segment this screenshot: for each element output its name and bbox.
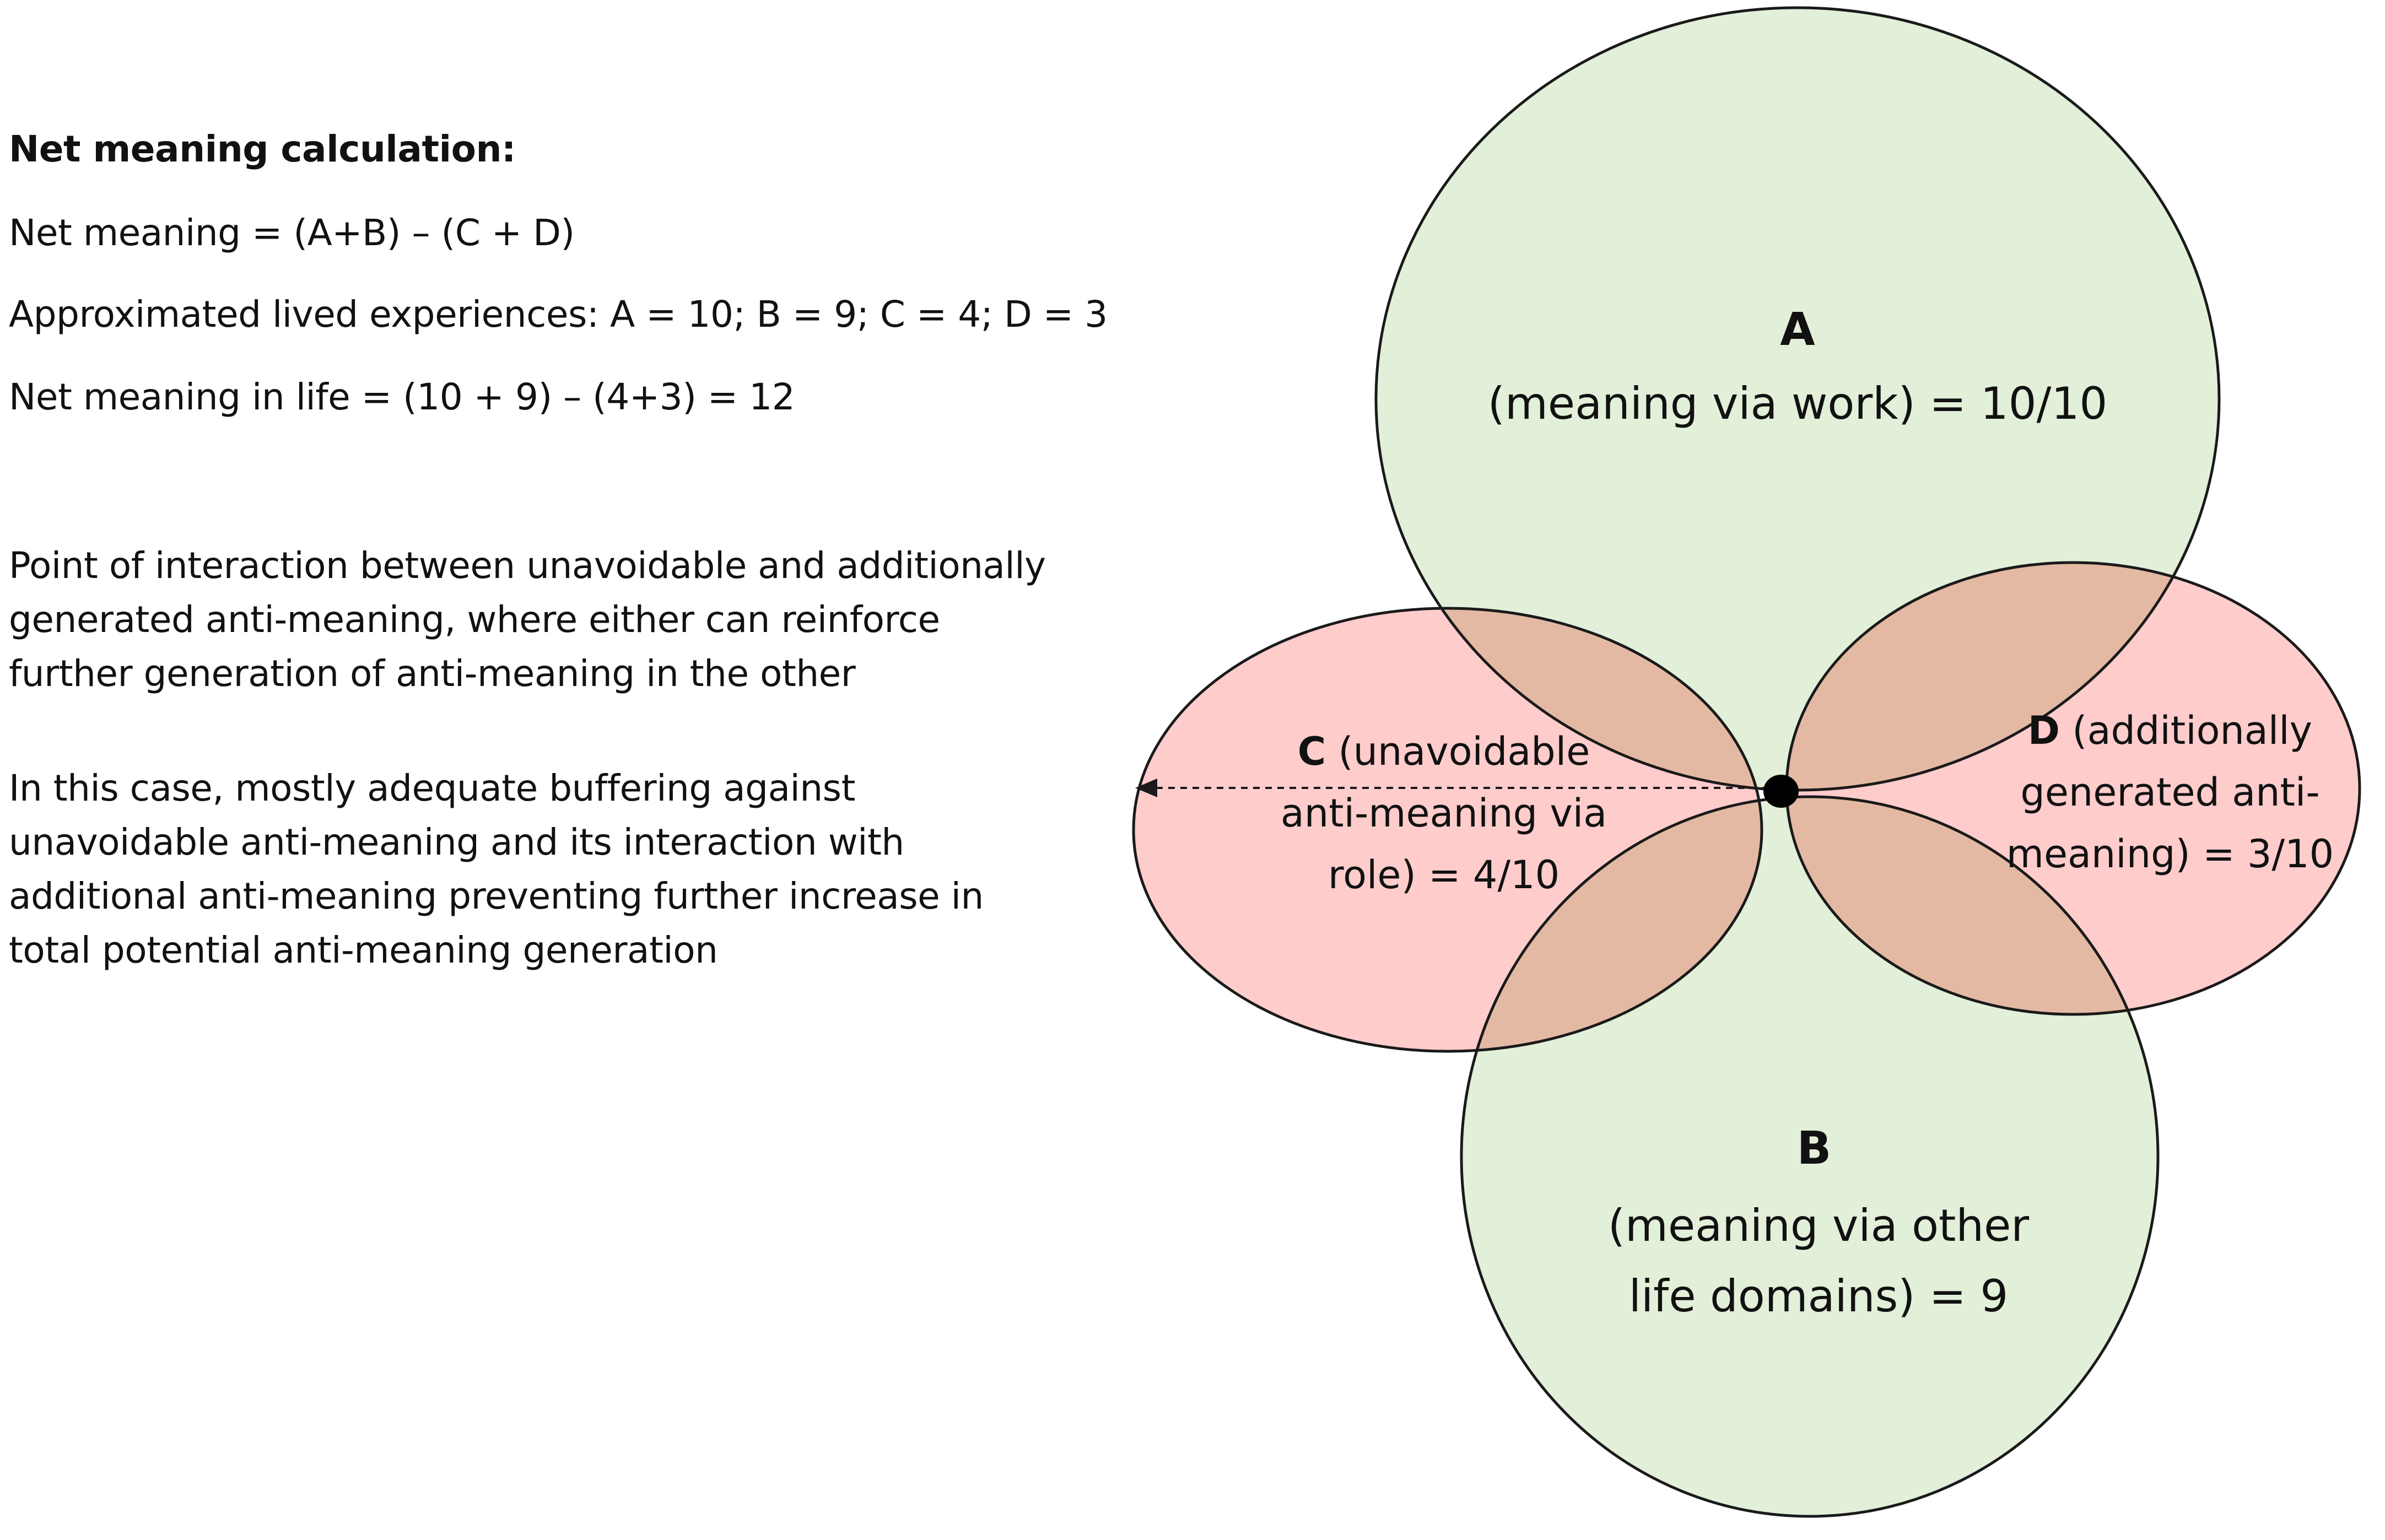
circle-b-outline [1460,795,2160,1518]
circle-d-label-line: generated anti- [2020,770,2319,815]
interaction-point-dot [1763,775,1799,808]
circle-b-label-line: life domains) = 9 [1629,1271,2009,1322]
circle-b-label-line: (meaning via other [1608,1200,2029,1251]
circle-c-label-line: role) = 4/10 [1328,852,1560,898]
calculation-heading: Net meaning calculation: [9,128,516,170]
circle-d-label-line: meaning) = 3/10 [2006,831,2334,877]
circle-b-letter: B [1797,1122,1832,1175]
circle-c-first-line: (unavoidable [1326,729,1590,774]
interaction-note-line: generated anti-meaning, where either can… [9,598,940,641]
overlap-b-c [1461,797,1762,1051]
interaction-note-line: Point of interaction between unavoidable… [9,544,1046,587]
circle-c-outline [1132,607,1763,1053]
circle-d-label-first-line: D (additionally [2028,708,2312,753]
net-meaning-result: Net meaning in life = (10 + 9) – (4+3) =… [9,376,795,418]
circle-d-first-line: (additionally [2060,708,2312,753]
circle-a-label: (meaning via work) = 10/10 [1488,378,2108,429]
buffering-note-line: additional anti-meaning preventing furth… [9,875,984,917]
overlap-a-c [1376,608,1762,790]
approximated-experiences: Approximated lived experiences: A = 10; … [9,293,1108,336]
circle-d-letter: D [2028,708,2060,753]
buffering-note-line: total potential anti-meaning generation [9,929,718,971]
interaction-note-line: further generation of anti-meaning in th… [9,652,856,695]
circle-c-label-first-line: C (unavoidable [1298,729,1590,774]
buffering-note-line: unavoidable anti-meaning and its interac… [9,821,904,863]
interaction-note: Point of interaction between unavoidable… [9,539,1046,701]
circle-a-letter: A [1780,304,1815,356]
interaction-pointer-arrowhead [1135,779,1157,797]
buffering-note-line: In this case, mostly adequate buffering … [9,767,855,809]
net-meaning-formula: Net meaning = (A+B) – (C + D) [9,212,575,254]
overlap-b-d [1787,797,2158,1014]
buffering-note: In this case, mostly adequate buffering … [9,761,984,977]
circle-c-letter: C [1298,729,1326,774]
circle-c-label-line: anti-meaning via [1281,791,1607,836]
